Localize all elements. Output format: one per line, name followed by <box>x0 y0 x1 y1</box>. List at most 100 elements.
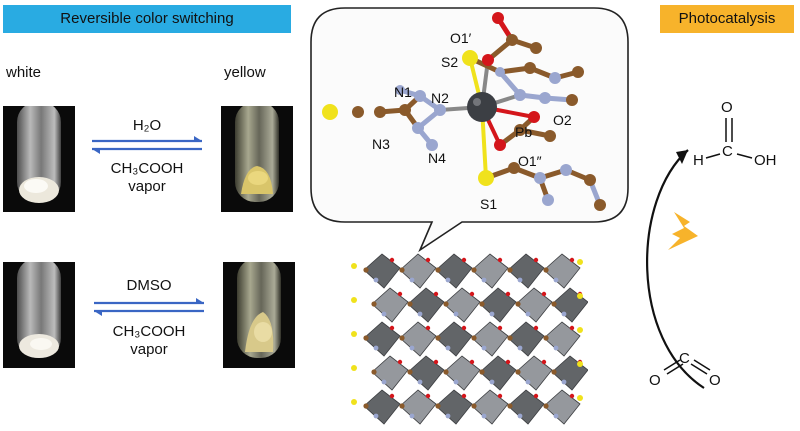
lattice-atom <box>489 379 495 385</box>
lattice-atom <box>399 335 405 341</box>
bottom-reverse-arrow <box>94 309 204 316</box>
lattice-atom <box>561 311 567 317</box>
lightning-icon <box>668 212 698 250</box>
label-yellow: yellow <box>224 64 266 81</box>
lattice-atom <box>497 257 503 263</box>
lattice-atom <box>551 369 557 375</box>
lattice-atom <box>409 277 415 283</box>
lattice-atom <box>525 379 531 385</box>
lattice-atom <box>445 413 451 419</box>
lattice-atom <box>381 379 387 385</box>
lattice-atom <box>417 311 423 317</box>
lattice-polyhedron <box>443 355 481 391</box>
atom-pb <box>467 92 497 122</box>
atom-label-s2: S2 <box>441 54 459 70</box>
lattice-atom <box>363 403 369 409</box>
lattice-atom <box>351 365 357 371</box>
lattice-polyhedron <box>371 287 409 323</box>
lattice-atom <box>351 399 357 405</box>
lattice-polyhedron <box>515 355 553 391</box>
lattice-atom <box>577 293 583 299</box>
tube-photo-yellow-top <box>221 106 293 212</box>
lattice-polyhedron <box>443 287 481 323</box>
lattice-atom <box>517 345 523 351</box>
atom-o1p <box>482 54 494 66</box>
tube-photo-yellow-bottom <box>223 262 295 368</box>
lattice-atom <box>543 403 549 409</box>
lattice-polyhedron <box>551 287 588 323</box>
lattice-polyhedron <box>435 253 473 289</box>
atom-label-n3: N3 <box>372 136 390 152</box>
lattice-atom <box>373 413 379 419</box>
lattice-atom <box>553 413 559 419</box>
lattice-atom <box>553 345 559 351</box>
lattice-atom <box>407 301 413 307</box>
lattice-polyhedron <box>407 287 445 323</box>
lattice-atom <box>505 291 511 297</box>
lattice-atom <box>407 369 413 375</box>
formic-h: H <box>693 152 704 169</box>
atom-label-o2: O2 <box>553 112 572 128</box>
atom-s-left <box>322 104 338 120</box>
lattice-atom <box>471 403 477 409</box>
lattice-atom <box>389 257 395 263</box>
tube-photo-white-bottom <box>3 262 75 368</box>
lattice-atom <box>371 301 377 307</box>
atom-n1 <box>414 90 426 102</box>
lattice-atom <box>417 379 423 385</box>
lattice-atom <box>461 393 467 399</box>
lattice-atom <box>445 345 451 351</box>
curved-arrow <box>646 149 705 389</box>
lattice-atom <box>507 267 513 273</box>
atom-n3 <box>412 122 424 134</box>
atom-label-pb: Pb <box>515 124 533 140</box>
lattice-polyhedron <box>363 253 401 289</box>
lattice-atom <box>543 335 549 341</box>
lattice-atom <box>469 291 475 297</box>
label-vapor-bottom: vapor <box>130 341 168 358</box>
lattice-atom <box>577 395 583 401</box>
lattice-polyhedron <box>435 389 473 425</box>
atom-label-n2: N2 <box>431 90 449 106</box>
lattice-atom <box>443 369 449 375</box>
lattice-atom <box>445 277 451 283</box>
lattice-polyhedron <box>479 355 517 391</box>
label-acetic-acid-bottom: CH₃COOH <box>112 323 186 340</box>
lattice-atom <box>389 325 395 331</box>
formic-c: C <box>722 143 733 160</box>
atom-label-n4: N4 <box>428 150 446 166</box>
lattice-atom <box>525 311 531 317</box>
lattice-atom <box>515 369 521 375</box>
lattice-polyhedron <box>543 253 581 289</box>
lattice-polyhedron <box>471 253 509 289</box>
lattice-atom <box>425 393 431 399</box>
lattice-atom <box>363 335 369 341</box>
lattice-atom <box>569 393 575 399</box>
lattice-atom <box>569 325 575 331</box>
lattice-atom <box>543 267 549 273</box>
lattice-atom <box>453 311 459 317</box>
lattice-atom <box>435 335 441 341</box>
lattice-atom <box>481 413 487 419</box>
lattice-atom <box>397 291 403 297</box>
lattice-atom <box>507 335 513 341</box>
atom-s2 <box>462 50 478 66</box>
lattice-atom <box>561 379 567 385</box>
atom-n2 <box>434 104 446 116</box>
lattice-atom <box>471 267 477 273</box>
lattice-atom <box>469 359 475 365</box>
lattice-atom <box>515 301 521 307</box>
lattice-atom <box>399 267 405 273</box>
lattice-atom <box>351 331 357 337</box>
label-dmso: DMSO <box>126 277 172 294</box>
lattice-atom <box>481 345 487 351</box>
label-h2o: H₂O <box>132 117 162 134</box>
lattice-atom <box>397 359 403 365</box>
co2-o-right: O <box>709 372 721 389</box>
lattice-polyhedron <box>479 287 517 323</box>
lattice-atom <box>351 263 357 269</box>
lattice-atom <box>425 325 431 331</box>
lattice-atom <box>363 267 369 273</box>
lattice-atom <box>517 277 523 283</box>
